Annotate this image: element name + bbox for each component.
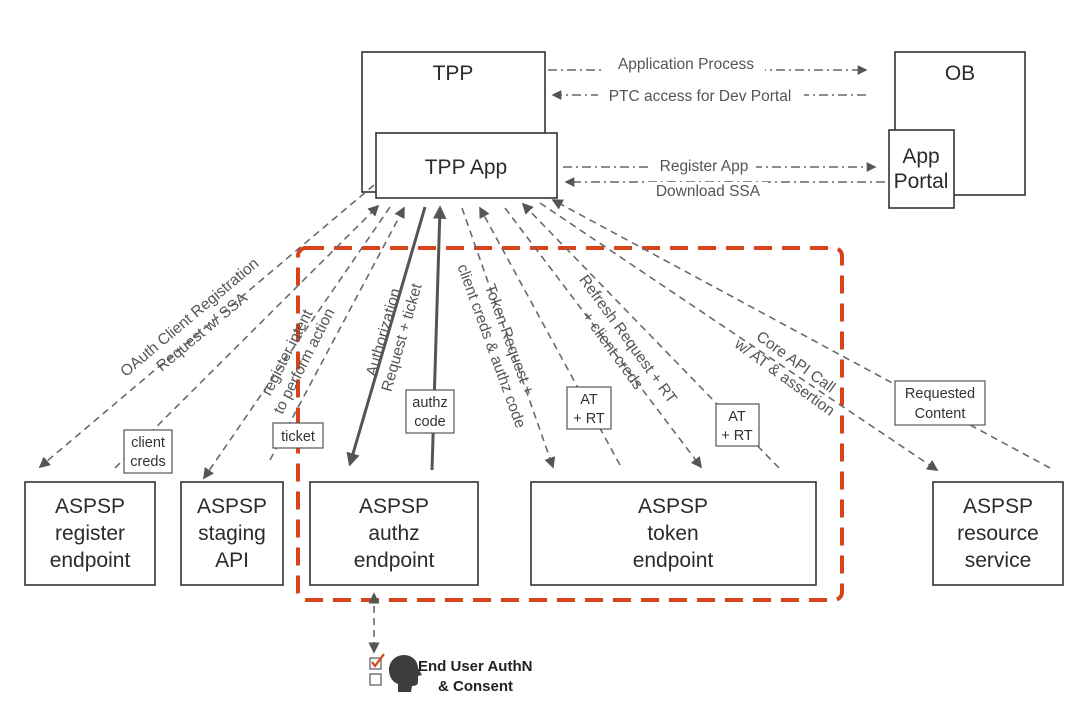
requested-content-tag: Requested Content [894,380,986,426]
end-user-label-line2: & Consent [438,678,513,695]
application-process-label-bg [605,58,765,78]
client-creds-arrow [114,204,380,469]
authorization-request-arrow [346,206,427,467]
aspsp-token-endpoint: ASPSP token endpoint [530,481,817,586]
authz-code-tag: authz code [405,389,455,434]
svg-text:Content: Content [915,406,966,422]
svg-text:OAuth Client Registration: OAuth Client Registration [117,255,262,380]
download-ssa-label: Download SSA [656,183,761,200]
ob-box [894,51,1026,196]
svg-text:+ RT: + RT [573,411,605,427]
aspsp-staging-api: ASPSP staging API [180,481,284,586]
tpp-app-box [375,132,558,199]
svg-text:ASPSP: ASPSP [638,495,708,518]
ptc-access-label-bg [598,85,804,105]
svg-text:API: API [215,549,249,572]
user-head-icon [389,655,422,692]
register-app-label-bg [652,156,756,176]
oauth-registration-arrow [38,184,375,469]
requested-content-return-arrow [551,199,1051,469]
core-api-call-arrow [539,202,939,471]
register-app-label: Register App [660,158,749,175]
svg-text:ASPSP: ASPSP [359,495,429,518]
token-request-arrow [461,207,556,469]
svg-text:client: client [131,435,165,451]
client-creds-tag: client creds [123,429,173,474]
svg-text:ASPSP: ASPSP [55,495,125,518]
tpp-title: TPP [433,62,474,85]
app-portal-line2: Portal [894,170,949,193]
svg-text:register: register [55,522,125,545]
app-portal-box [888,129,955,209]
token-request-label: Token Request + client creds & authz cod… [453,262,536,431]
ticket-tag: ticket [272,422,324,449]
application-process-label: Application Process [618,56,754,73]
at-rt-tag-2: AT + RT [715,403,760,447]
svg-text:endpoint: endpoint [50,549,131,572]
svg-text:+ RT: + RT [721,428,753,444]
authorization-label: Authorization Request + ticket [363,281,426,394]
aspsp-register-endpoint: ASPSP register endpoint [24,481,156,586]
refresh-request-arrow [504,207,703,469]
oauth-registration-label: OAuth Client Registration Request w/ SSA [117,255,262,380]
aspsp-authz-endpoint: ASPSP authz endpoint [309,481,479,586]
svg-text:ASPSP: ASPSP [963,495,1033,518]
svg-text:endpoint: endpoint [354,549,435,572]
ob-title: OB [945,62,975,85]
checkbox-icon [369,653,385,686]
aspsp-resource-service: ASPSP resource service [932,481,1064,586]
svg-text:token: token [647,522,698,545]
ptc-access-label: PTC access for Dev Portal [609,88,792,105]
svg-text:AT: AT [728,409,746,425]
svg-text:service: service [965,549,1032,572]
svg-text:resource: resource [957,522,1039,545]
svg-text:Requested: Requested [905,386,975,402]
tpp-app-label: TPP App [425,156,508,179]
svg-text:ticket: ticket [281,429,315,445]
at-rt-tag-1: AT + RT [566,386,612,430]
download-ssa-label-bg [648,182,768,200]
svg-text:ASPSP: ASPSP [197,495,267,518]
register-intent-arrow [203,206,391,480]
svg-text:authz: authz [412,395,447,411]
svg-text:creds: creds [130,454,165,470]
svg-text:AT: AT [580,392,598,408]
svg-text:code: code [414,414,445,430]
svg-text:staging: staging [198,522,266,545]
app-portal-line1: App [902,145,939,168]
end-user-label-line1: End User AuthN [418,658,532,675]
svg-text:authz: authz [368,522,419,545]
svg-text:endpoint: endpoint [633,549,714,572]
